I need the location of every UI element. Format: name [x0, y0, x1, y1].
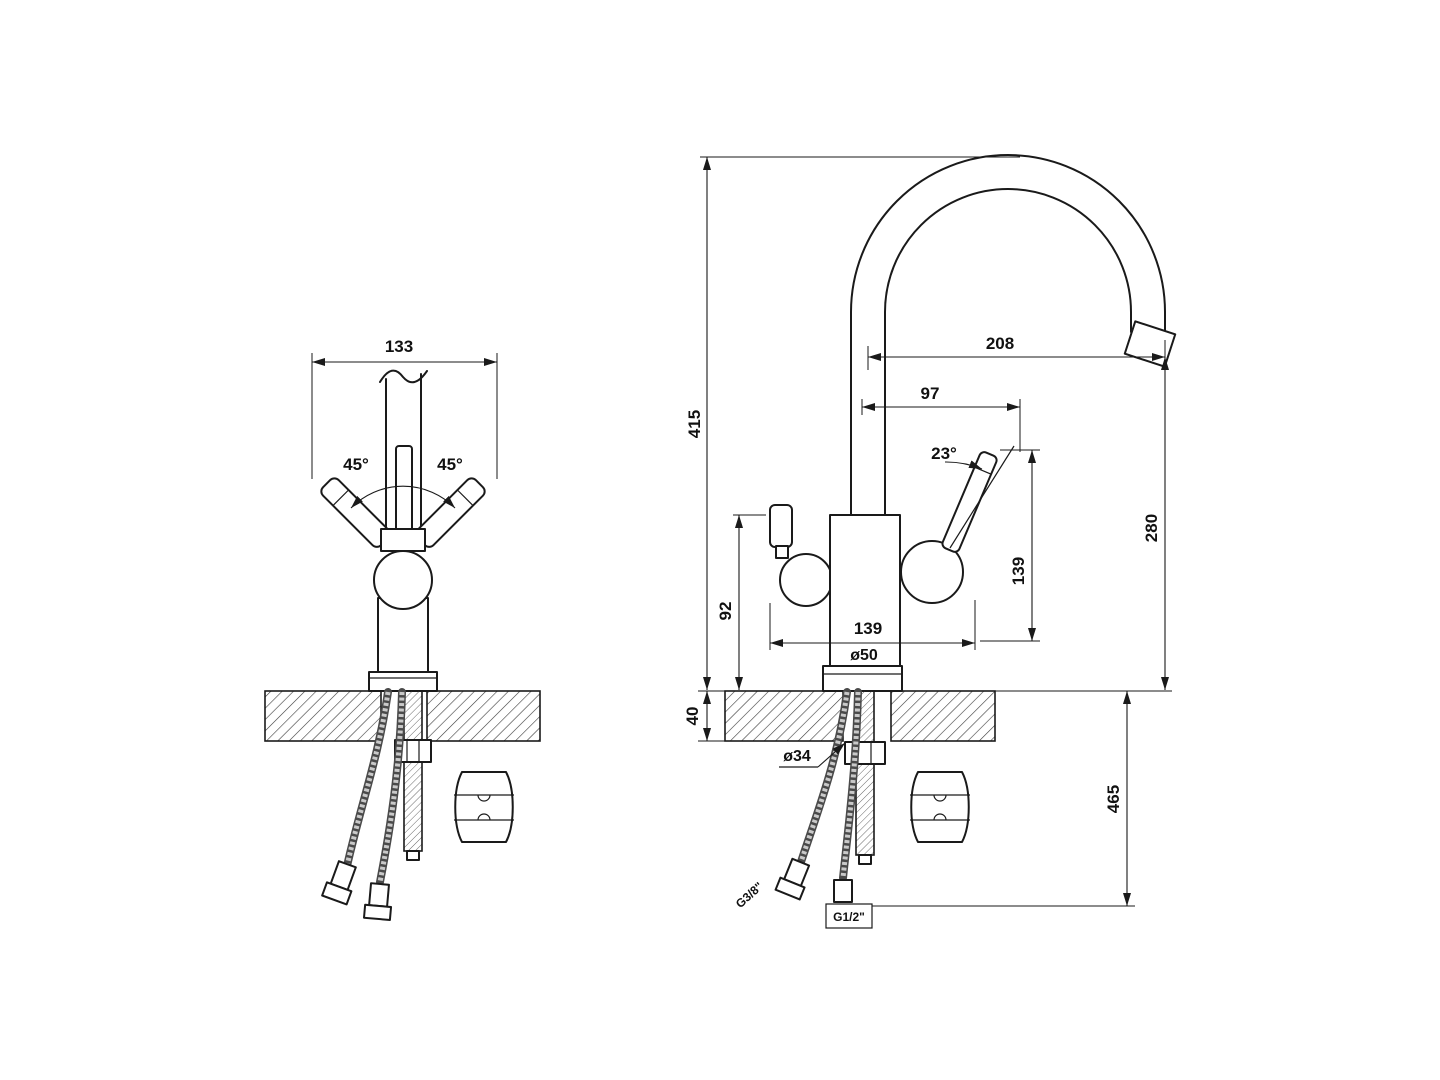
side-gooseneck-spout [850, 154, 1166, 519]
label-139-horizontal: 139 [854, 619, 882, 638]
label-415: 415 [685, 410, 704, 438]
side-filter-handle [769, 504, 793, 548]
side-body [829, 514, 901, 669]
tube-break-line [379, 369, 428, 384]
front-hose-fitting-left [321, 860, 357, 906]
dim-spout-reach-208: 208 [867, 334, 1166, 370]
side-filter-handle-stem [775, 545, 789, 559]
label-280: 280 [1142, 514, 1161, 542]
label-139-vertical: 139 [1009, 557, 1028, 585]
label-92: 92 [716, 602, 735, 621]
label-208: 208 [986, 334, 1014, 353]
dim-base-diameter-50: ø50 [850, 647, 878, 664]
front-counter-left-slab [264, 690, 382, 742]
front-under-counter [321, 688, 432, 921]
front-threaded-shank [403, 690, 423, 852]
side-base-flange [822, 665, 903, 692]
dim-total-height-415: 415 [685, 156, 1020, 690]
side-counter-left-slab [724, 690, 844, 742]
dim-thread-g38: G3/8" [733, 879, 766, 911]
side-aerator-part [910, 771, 970, 843]
label-45-left: 45° [343, 455, 369, 474]
side-view: 415 208 280 97 23° 139 [683, 154, 1177, 929]
front-collar [380, 528, 426, 552]
dim-body-height-92: 92 [716, 514, 766, 690]
side-hose-fitting-left [774, 857, 811, 901]
side-spout-nozzle [1123, 320, 1177, 368]
front-hose-fitting-right [362, 882, 393, 921]
label-465: 465 [1104, 785, 1123, 813]
front-view: 133 45° 45° [264, 337, 541, 921]
side-shank-tip [858, 854, 872, 865]
label-133: 133 [385, 337, 413, 356]
front-aerator-part [454, 771, 514, 843]
label-23: 23° [931, 444, 957, 463]
label-dia34: ø34 [783, 748, 811, 765]
label-97: 97 [921, 384, 940, 403]
front-sphere-joint [373, 550, 433, 610]
dim-thread-g12: G1/2" [825, 903, 873, 929]
dim-handle-angle-23: 23° [931, 444, 1015, 549]
dim-overall-width-133: 133 [311, 337, 498, 479]
dim-counter-thickness-40: 40 [683, 690, 726, 742]
label-40: 40 [683, 707, 702, 726]
front-main-lever [395, 445, 413, 534]
label-g38: G3/8" [733, 879, 766, 911]
front-countertop [264, 690, 541, 742]
label-dia50: ø50 [850, 647, 878, 664]
label-g12: G1/2" [833, 910, 865, 924]
front-hoses [343, 688, 406, 886]
dim-under-counter-465: 465 [872, 691, 1135, 907]
side-hose-fitting-right [833, 879, 853, 903]
dim-body-width-139: 139 [769, 600, 976, 650]
front-shank-tip [406, 850, 420, 861]
side-countertop [724, 690, 996, 742]
side-hoses [797, 688, 862, 882]
label-45-right: 45° [437, 455, 463, 474]
dim-spout-height-280: 280 [995, 357, 1172, 692]
dim-handle-reach-97: 97 [861, 384, 1021, 452]
dim-hole-diameter-34: ø34 [779, 742, 846, 768]
side-left-bulge [779, 553, 833, 607]
side-counter-right-slab [890, 690, 996, 742]
side-main-lever [941, 451, 998, 553]
side-sphere-joint [900, 540, 964, 604]
side-under-counter [774, 688, 886, 903]
dim-lever-height-139: 139 [980, 449, 1040, 642]
front-counter-right-slab [426, 690, 541, 742]
dim-handle-angles-45: 45° 45° [343, 455, 463, 509]
